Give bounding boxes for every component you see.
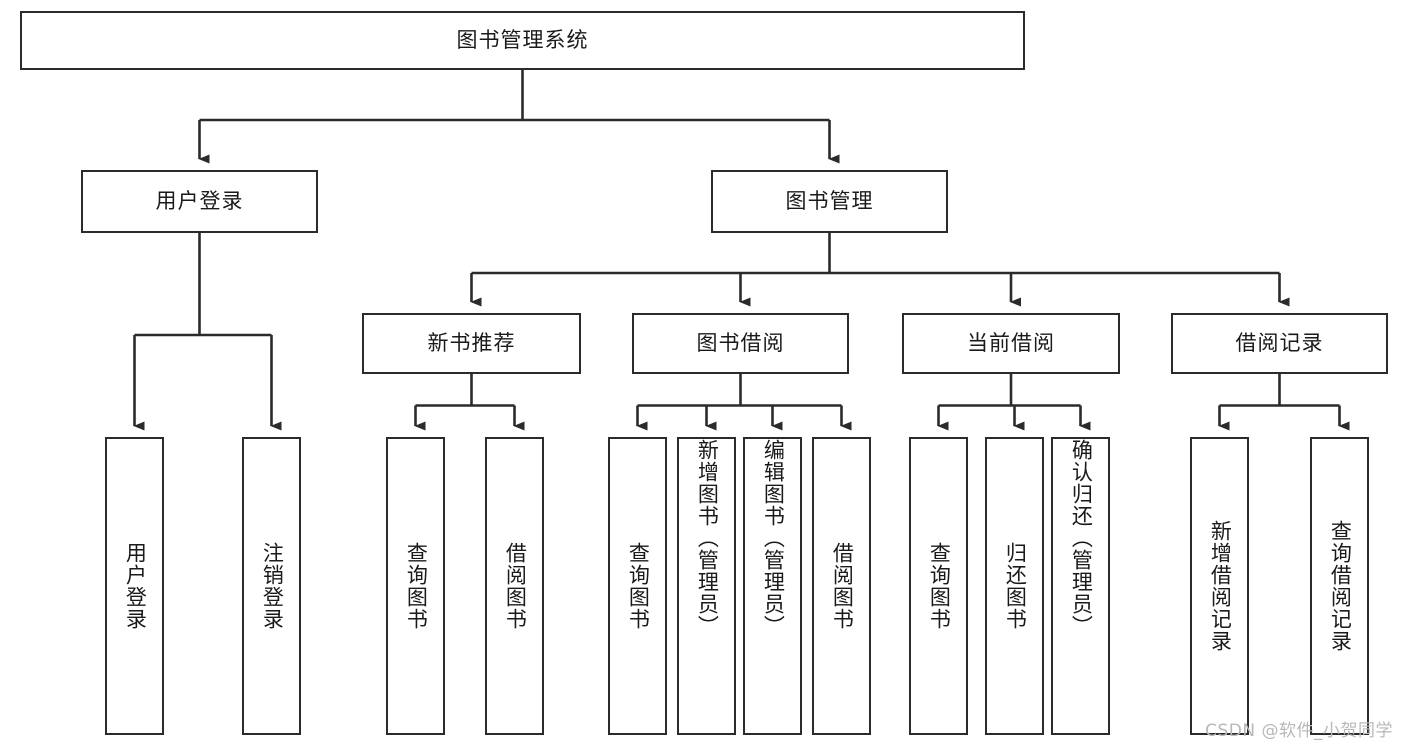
node-leaf-edit-book-admin[interactable]: 编辑图书（管理员）	[743, 437, 802, 735]
node-book-borrow[interactable]: 图书借阅	[632, 313, 849, 374]
csdn-watermark: CSDN @软件_小贺同学	[1205, 721, 1393, 741]
node-leaf-query-book-borrow[interactable]: 查询图书	[608, 437, 667, 735]
node-label: 借阅图书	[830, 542, 855, 630]
node-label: 查询图书	[626, 542, 651, 630]
node-label: 图书管理	[785, 188, 874, 213]
node-label: 用户登录	[123, 542, 148, 630]
node-label: 借阅图书	[503, 542, 528, 630]
node-label: 查询借阅记录	[1328, 520, 1353, 652]
node-leaf-query-book-current[interactable]: 查询图书	[909, 437, 968, 735]
node-label: 查询图书	[927, 542, 952, 630]
node-new-book-recommend[interactable]: 新书推荐	[362, 313, 581, 374]
node-leaf-confirm-return-admin[interactable]: 确认归还（管理员）	[1051, 437, 1110, 735]
node-leaf-query-book-recommend[interactable]: 查询图书	[386, 437, 445, 735]
node-label: 编辑图书（管理员）	[761, 439, 786, 637]
node-label: 确认归还（管理员）	[1069, 439, 1094, 637]
node-label: 新增图书（管理员）	[695, 439, 720, 637]
node-label: 用户登录	[155, 188, 244, 213]
node-borrow-record[interactable]: 借阅记录	[1171, 313, 1388, 374]
node-label: 注销登录	[260, 542, 285, 630]
node-leaf-return-book[interactable]: 归还图书	[985, 437, 1044, 735]
node-label: 查询图书	[404, 542, 429, 630]
node-leaf-add-book-admin[interactable]: 新增图书（管理员）	[677, 437, 736, 735]
node-user-login[interactable]: 用户登录	[81, 170, 318, 233]
node-label: 新增借阅记录	[1208, 520, 1233, 652]
node-root[interactable]: 图书管理系统	[20, 11, 1025, 70]
node-leaf-query-borrow-record[interactable]: 查询借阅记录	[1310, 437, 1369, 735]
node-label: 新书推荐	[427, 330, 516, 355]
node-leaf-borrow-book-recommend[interactable]: 借阅图书	[485, 437, 544, 735]
node-leaf-borrow-book[interactable]: 借阅图书	[812, 437, 871, 735]
node-leaf-user-login[interactable]: 用户登录	[105, 437, 164, 735]
node-leaf-add-borrow-record[interactable]: 新增借阅记录	[1190, 437, 1249, 735]
node-label: 借阅记录	[1235, 330, 1324, 355]
node-book-manage[interactable]: 图书管理	[711, 170, 948, 233]
node-label: 图书借阅	[696, 330, 785, 355]
node-label: 图书管理系统	[456, 27, 589, 52]
node-current-borrow[interactable]: 当前借阅	[902, 313, 1120, 374]
node-leaf-user-logout[interactable]: 注销登录	[242, 437, 301, 735]
node-label: 归还图书	[1003, 542, 1028, 630]
node-label: 当前借阅	[967, 330, 1055, 355]
